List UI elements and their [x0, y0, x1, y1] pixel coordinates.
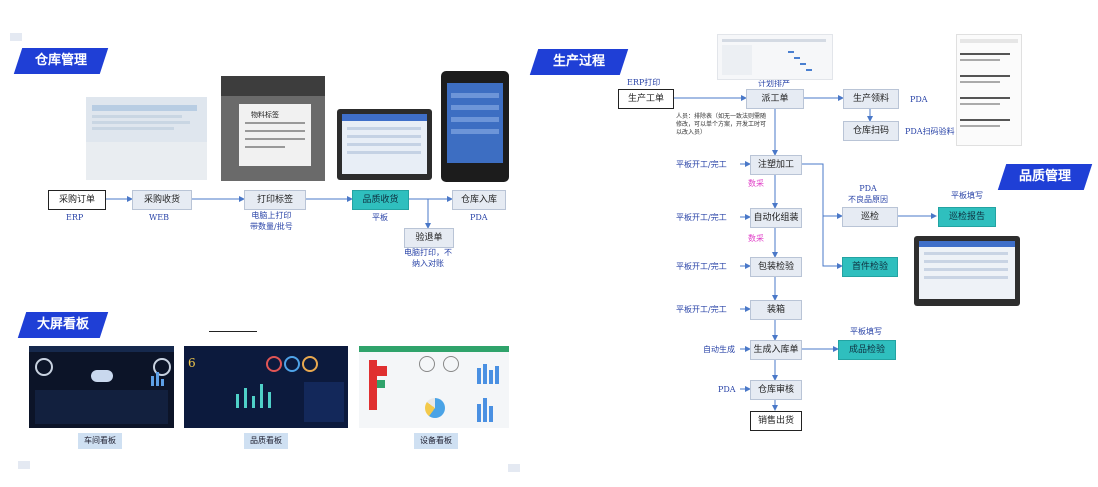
- collect-label-1: 数采: [748, 179, 764, 188]
- print-label-box[interactable]: 打印标签: [244, 190, 306, 210]
- plan-label: 计划排产: [758, 79, 790, 88]
- collect-label-2: 数采: [748, 234, 764, 243]
- sales-out-box[interactable]: 销售出货: [750, 411, 802, 431]
- packing-box[interactable]: 装箱: [750, 300, 802, 320]
- web-label: WEB: [149, 213, 169, 222]
- pda-scan-label: PDA扫码验料: [905, 127, 955, 136]
- auto-gen-label: 自动生成: [703, 345, 735, 354]
- scan-box[interactable]: 仓库扫码: [843, 121, 899, 141]
- final-inspect-box[interactable]: 成品检验: [838, 340, 896, 360]
- tablet-start-label-4: 平板开工/完工: [676, 305, 727, 314]
- purchase-receive-box[interactable]: 采购收货: [132, 190, 192, 210]
- tablet-start-label-1: 平板开工/完工: [676, 160, 727, 169]
- inspection-tablet-photo: [914, 236, 1020, 306]
- print-note-label: 电脑上打印 带数量/批号: [250, 211, 293, 231]
- tablet-start-label-2: 平板开工/完工: [676, 213, 727, 222]
- warehouse-in-box[interactable]: 仓库入库: [452, 190, 506, 210]
- equipment-dashboard-image: [359, 346, 509, 428]
- erp-print-label: ERP打印: [627, 78, 661, 87]
- web-screenshot-photo: [86, 97, 207, 180]
- label-printer-photo: 物料标签: [221, 76, 325, 181]
- decor-square: [10, 33, 22, 41]
- pack-inspect-box[interactable]: 包装检验: [750, 257, 802, 277]
- dispatch-box[interactable]: 派工单: [746, 89, 804, 109]
- dispatch-note: 人员：排除表（如无一致法则需随 修改，可以单个方案，开发工时可 以改入员）: [676, 113, 767, 136]
- pda-device-photo: [441, 71, 509, 182]
- quality-receive-box[interactable]: 品质收货: [352, 190, 409, 210]
- gen-inbound-box[interactable]: 生成入库单: [750, 340, 802, 360]
- tablet-fill-label-1: 平板填写: [951, 191, 983, 200]
- erp-label: ERP: [66, 213, 84, 222]
- return-order-box[interactable]: 验退单: [404, 228, 454, 248]
- decor-square: [18, 461, 30, 469]
- wh-review-box[interactable]: 仓库审核: [750, 380, 802, 400]
- auto-assembly-box[interactable]: 自动化组装: [750, 208, 802, 228]
- quality-dashboard-image: 6: [184, 346, 348, 428]
- dashboard-caption-workshop: 车间看板: [78, 433, 122, 449]
- tablet-start-label-3: 平板开工/完工: [676, 262, 727, 271]
- pda-label-2: PDA: [718, 385, 736, 394]
- first-article-box[interactable]: 首件检验: [842, 257, 898, 277]
- tablet-photo: [337, 109, 432, 180]
- pda-reason-label: PDA 不良品原因: [848, 184, 888, 204]
- work-order-box[interactable]: 生产工单: [618, 89, 674, 109]
- inspect-report-box[interactable]: 巡检报告: [938, 207, 996, 227]
- pda-label: PDA: [470, 213, 488, 222]
- tablet-fill-label-2: 平板填写: [850, 327, 882, 336]
- picking-box[interactable]: 生产领料: [843, 89, 899, 109]
- injection-box[interactable]: 注塑加工: [750, 155, 802, 175]
- tablet-label: 平板: [372, 213, 388, 222]
- pda-label-1: PDA: [910, 95, 928, 104]
- dashboard-caption-equipment: 设备看板: [414, 433, 458, 449]
- decor-square: [508, 464, 520, 472]
- inspect-box[interactable]: 巡检: [842, 207, 898, 227]
- purchase-order-box[interactable]: 采购订单: [48, 190, 106, 210]
- dashboard-caption-quality: 品质看板: [244, 433, 288, 449]
- pda-list-screenshot-image: [956, 34, 1022, 146]
- workshop-dashboard-image: [29, 346, 174, 428]
- return-note-label: 电脑打印，不 纳入对账: [404, 248, 452, 268]
- schedule-screenshot-image: [717, 34, 833, 80]
- divider-line: [209, 331, 257, 332]
